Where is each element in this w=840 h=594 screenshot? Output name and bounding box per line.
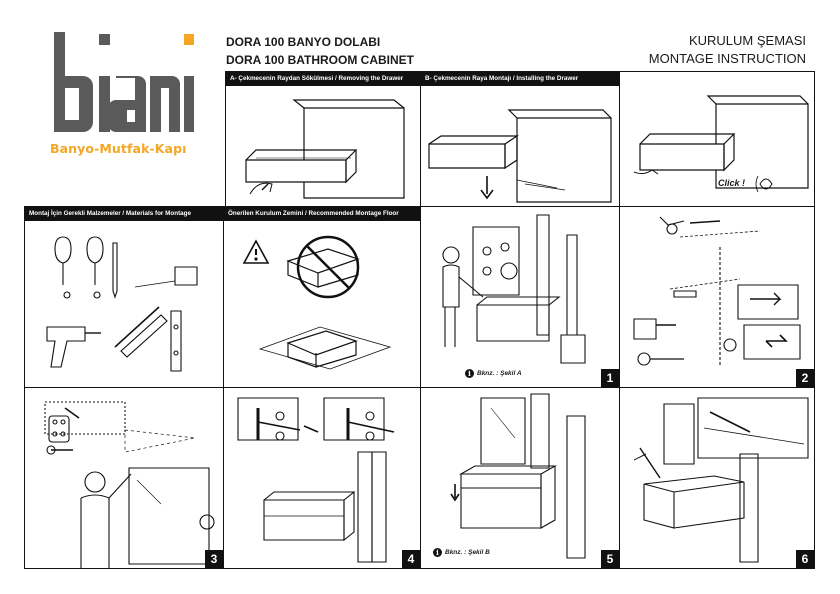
step-3-illustration — [44, 401, 215, 568]
screwdriver-icon — [86, 236, 104, 264]
drill-icon — [46, 326, 86, 368]
panel-step-3: 3 — [24, 387, 224, 569]
info-icon: i — [433, 548, 442, 557]
panel-removing-drawer: A- Çekmecenin Raydan Sökülmesi / Removin… — [225, 71, 421, 207]
click-label: Click ! — [718, 178, 746, 188]
step-number: 2 — [796, 369, 814, 387]
step-5-illustration — [450, 393, 586, 559]
montage-floor-illustration — [242, 235, 392, 370]
panel-header: Montaj İçin Gerekli Malzemeler / Materia… — [25, 207, 223, 221]
brand-logo — [48, 28, 198, 158]
step-number: 4 — [402, 550, 420, 568]
installing-drawer-illustration — [428, 109, 612, 203]
step-number: 5 — [601, 550, 619, 568]
installing-drawer-click-illustration — [633, 95, 809, 193]
step-5-note: i Bknz. : Şekil B — [433, 548, 490, 557]
document-type-tr: KURULUM ŞEMASI — [688, 33, 806, 48]
arrow-icon — [480, 189, 494, 200]
person-icon — [442, 246, 460, 264]
panel-step-4: 4 — [223, 387, 421, 569]
panel-montage-floor: Önerilen Kurulum Zemini / Recommended Mo… — [223, 206, 421, 388]
warning-icon — [242, 239, 270, 264]
step-number: 1 — [601, 369, 619, 387]
panel-step-2: 2 — [619, 206, 815, 388]
caulk-gun-icon — [114, 306, 160, 348]
note-text: Bknz. : Şekil A — [477, 370, 522, 377]
panel-header: Önerilen Kurulum Zemini / Recommended Mo… — [224, 207, 420, 221]
panel-header: A- Çekmecenin Raydan Sökülmesi / Removin… — [226, 72, 420, 86]
panel-installing-drawer-click: Click ! — [619, 71, 815, 207]
screwdriver-icon — [54, 236, 72, 264]
panel-step-1: i Bknz. : Şekil A 1 — [420, 206, 620, 388]
document-type-en: MONTAGE INSTRUCTION — [648, 51, 806, 66]
person-icon — [84, 471, 106, 493]
step-6-illustration — [633, 397, 809, 563]
panel-header: B- Çekmecenin Raya Montajı / Installing … — [421, 72, 619, 86]
step-4-illustration — [237, 397, 395, 563]
step-1-note: i Bknz. : Şekil A — [465, 369, 522, 378]
product-title-tr: DORA 100 BANYO DOLABI — [226, 35, 381, 49]
panel-step-6: 6 — [619, 387, 815, 569]
pencil-icon — [112, 242, 118, 299]
tape-measure-icon — [174, 266, 198, 286]
panel-step-5: i Bknz. : Şekil B 5 — [420, 387, 620, 569]
step-2-illustration — [633, 216, 801, 367]
panel-materials: Montaj İçin Gerekli Malzemeler / Materia… — [24, 206, 224, 388]
step-1-illustration — [442, 214, 586, 364]
panel-installing-drawer: B- Çekmecenin Raya Montajı / Installing … — [420, 71, 620, 207]
step-number: 6 — [796, 550, 814, 568]
arrow-icon — [450, 493, 460, 502]
info-icon: i — [465, 369, 474, 378]
biani-logo-mark — [54, 32, 194, 132]
prohibited-icon — [296, 235, 360, 299]
product-title-en: DORA 100 BATHROOM CABINET — [226, 53, 415, 67]
materials-illustration — [46, 236, 198, 372]
removing-drawer-illustration — [245, 99, 405, 199]
brand-tagline: Banyo-Mutfak-Kapı — [50, 141, 187, 156]
spirit-level-icon — [170, 310, 182, 372]
step-number: 3 — [205, 550, 223, 568]
note-text: Bknz. : Şekil B — [445, 549, 490, 556]
